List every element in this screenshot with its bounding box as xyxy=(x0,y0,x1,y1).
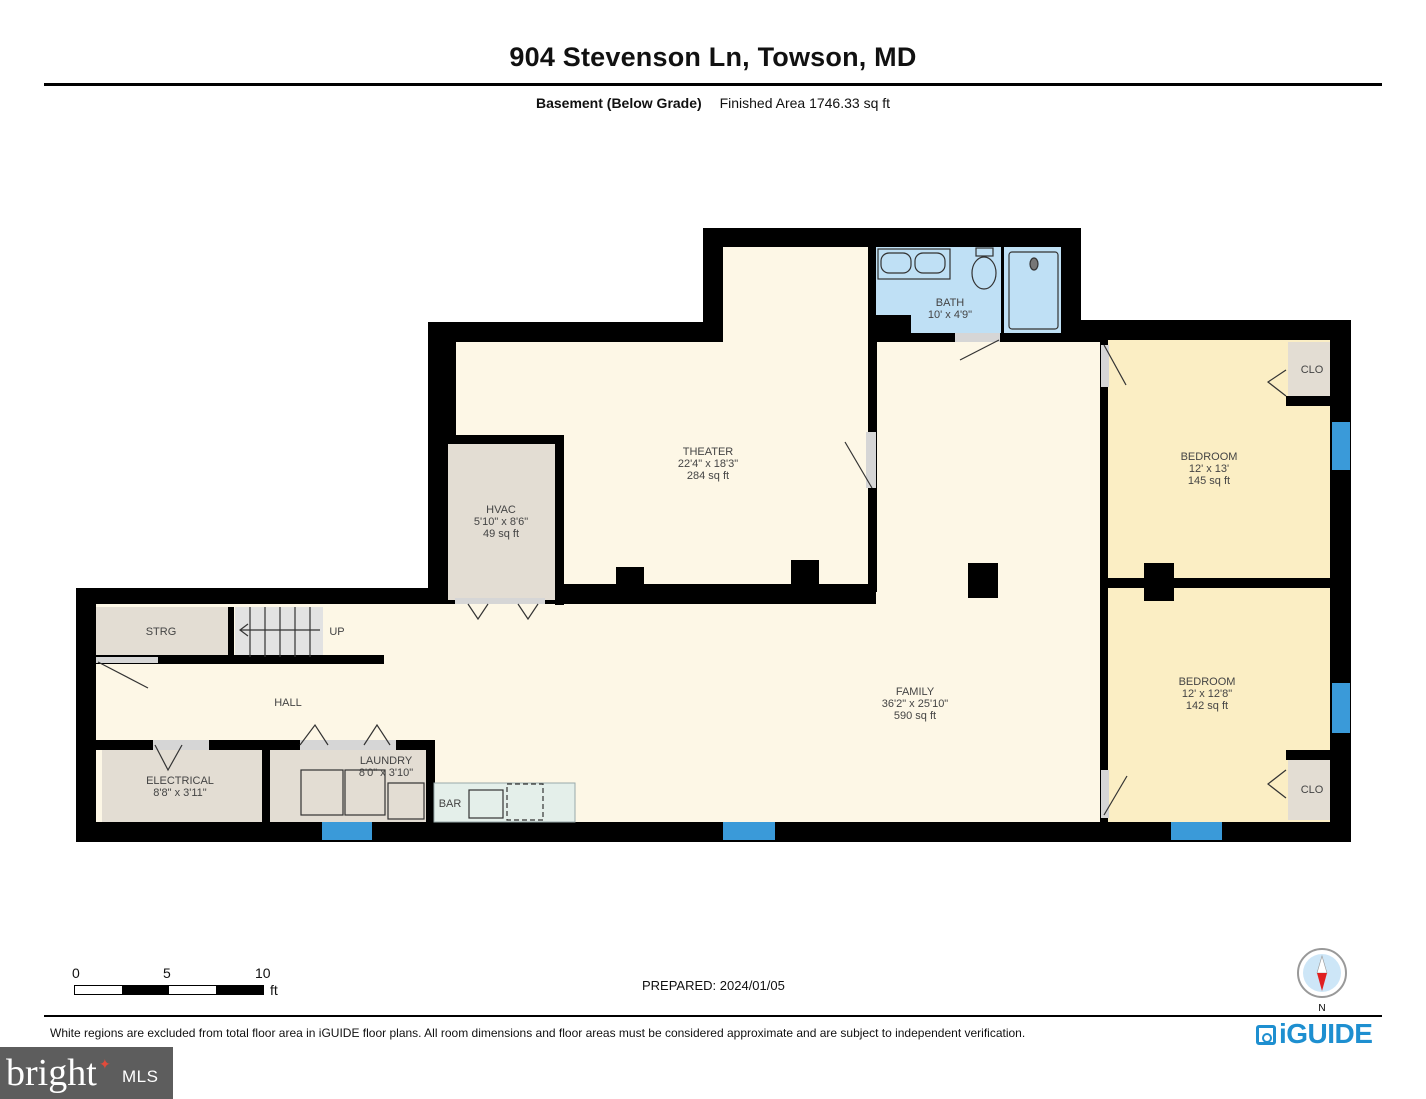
bar-fridge-icon xyxy=(506,783,544,821)
footer-divider xyxy=(44,1015,1382,1017)
hvac-dims: 5'10" x 8'6" xyxy=(474,516,528,528)
family-dims: 36'2" x 25'10" xyxy=(882,698,949,710)
disclaimer: White regions are excluded from total fl… xyxy=(50,1026,1026,1040)
hvac-area: 49 sq ft xyxy=(483,528,519,540)
title-divider xyxy=(44,83,1382,86)
stairs-label: UP xyxy=(329,626,344,638)
hvac-label: HVAC xyxy=(486,504,516,516)
theater-dims: 22'4" x 18'3" xyxy=(678,458,738,470)
north-compass-icon: N xyxy=(1297,948,1347,1014)
electrical-label: ELECTRICAL xyxy=(146,775,214,787)
hvac-floor xyxy=(448,443,555,600)
storage-label: STRG xyxy=(146,626,177,638)
iguide-logo: iGUIDE xyxy=(1256,1018,1373,1050)
closet2-label: CLO xyxy=(1301,784,1324,796)
bright-mls-watermark: bright ✦ MLS xyxy=(0,1047,173,1099)
bedroom2-label: BEDROOM xyxy=(1179,676,1236,688)
fixtures xyxy=(239,247,1059,821)
laundry-floor xyxy=(270,750,426,822)
scale-tick-10: 10 xyxy=(255,965,271,981)
room-labels: THEATER 22'4" x 18'3" 284 sq ft BATH 10'… xyxy=(146,297,1324,810)
floor-level: Basement (Below Grade) xyxy=(535,95,702,111)
door-openings xyxy=(96,333,1287,818)
theater-area: 284 sq ft xyxy=(687,470,729,482)
closet1-label: CLO xyxy=(1301,364,1324,376)
page-title: 904 Stevenson Ln, Towson, MD xyxy=(509,42,917,72)
theater-label: THEATER xyxy=(683,446,734,458)
hall-label: HALL xyxy=(274,697,302,709)
bar-label: BAR xyxy=(439,798,462,810)
shower-icon xyxy=(1008,251,1059,330)
toilet-icon xyxy=(971,256,997,290)
laundry-label: LAUNDRY xyxy=(360,755,413,767)
scale-bar-graphic xyxy=(74,985,264,995)
bedroom1-dims: 12' x 13' xyxy=(1189,463,1229,475)
washer-icon xyxy=(300,769,344,816)
scale-unit: ft xyxy=(270,982,278,998)
prepared-date: PREPARED: 2024/01/05 xyxy=(642,978,785,993)
finished-area: Finished Area 1746.33 sq ft xyxy=(719,95,891,111)
floor-subtitle: Basement (Below Grade) Finished Area 174… xyxy=(0,95,1426,111)
theater-upper-floor xyxy=(723,247,868,347)
storage-floor xyxy=(96,607,228,657)
bar-sink-icon xyxy=(468,789,504,819)
double-vanity-icon xyxy=(877,248,951,280)
bedroom1-label: BEDROOM xyxy=(1181,451,1238,463)
scale-tick-5: 5 xyxy=(163,965,171,981)
closet2-floor xyxy=(1288,758,1330,820)
bar-counter xyxy=(433,782,576,823)
electrical-dims: 8'8" x 3'11" xyxy=(153,787,206,799)
star-icon: ✦ xyxy=(99,1056,111,1072)
dryer-icon xyxy=(344,769,386,816)
laundry-dims: 8'0" x 3'10" xyxy=(359,767,413,779)
utility-sink-icon xyxy=(387,782,425,820)
iguide-logo-icon xyxy=(1256,1025,1276,1045)
family-label: FAMILY xyxy=(896,686,935,698)
scale-tick-0: 0 xyxy=(72,965,80,981)
bath-dims: 10' x 4'9" xyxy=(928,309,972,321)
bedroom2-area: 142 sq ft xyxy=(1186,700,1228,712)
scale-bar: 0 5 10 ft xyxy=(72,965,294,1005)
compass-label: N xyxy=(1318,1003,1325,1014)
bedroom2-dims: 12' x 12'8" xyxy=(1182,688,1232,700)
closet1-floor xyxy=(1288,342,1330,398)
bath-label: BATH xyxy=(936,297,965,309)
electrical-floor xyxy=(102,750,262,822)
windows xyxy=(322,422,1350,840)
bedroom1-area: 145 sq ft xyxy=(1188,475,1230,487)
family-area: 590 sq ft xyxy=(894,710,936,722)
